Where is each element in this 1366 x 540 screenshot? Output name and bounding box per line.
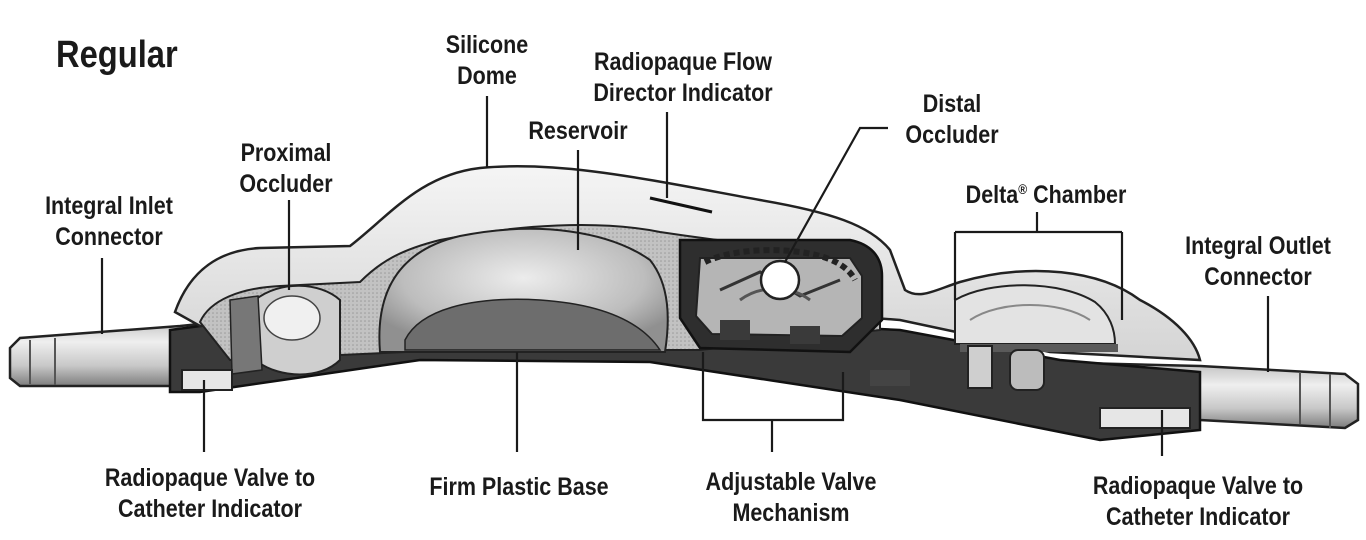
reservoir-floor bbox=[404, 298, 662, 351]
distal-occluder-ball bbox=[759, 259, 801, 301]
leader-adjustable-valve bbox=[701, 352, 845, 452]
proximal-occluder bbox=[229, 284, 341, 376]
label-reservoir: Reservoir bbox=[528, 117, 628, 145]
leader-distal-occluder bbox=[784, 126, 888, 263]
delta-chamber-body bbox=[954, 284, 1118, 352]
left-valve-indicator-tab bbox=[181, 369, 233, 391]
flow-director-marker bbox=[649, 196, 713, 214]
right-valve-indicator-tab bbox=[1099, 407, 1191, 429]
label-delta-chamber: Delta® Chamber bbox=[965, 181, 1127, 209]
label-plastic-base: Firm Plastic Base bbox=[429, 473, 609, 501]
outlet-occluder-block bbox=[870, 345, 1045, 391]
leader-delta-chamber bbox=[953, 212, 1124, 320]
leader-lines bbox=[100, 96, 1270, 456]
diagram-title: Regular bbox=[56, 34, 178, 76]
